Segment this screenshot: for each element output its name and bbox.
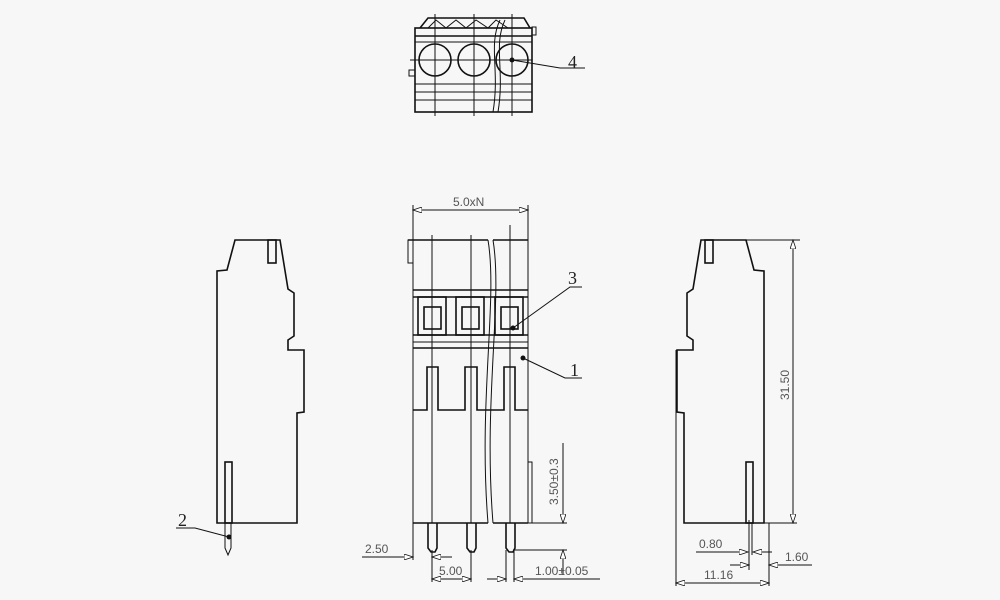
callout-2: 2 [178, 510, 187, 530]
dim-pin-offset: 1.60 [785, 550, 809, 564]
front-view: 5.0xN 3 1 3 [362, 195, 600, 582]
dim-height: 31.50 [778, 370, 792, 400]
callout-3: 3 [568, 268, 577, 288]
dim-edge-offset: 2.50 [365, 542, 389, 556]
callout-1: 1 [570, 360, 579, 380]
dim-pitch-n: 5.0xN [453, 195, 484, 209]
dim-pin-thickness: 0.80 [699, 537, 723, 551]
dim-depth: 11.16 [704, 568, 733, 582]
top-view: 4 [408, 14, 585, 116]
left-side-view: 2 [176, 239, 305, 557]
dim-pin-width: 1.00±0.05 [535, 564, 589, 578]
right-side-view: 31.50 0.80 1.60 11.16 [676, 240, 812, 586]
callout-4: 4 [568, 52, 577, 72]
dim-pin-length: 3.50±0.3 [547, 458, 561, 505]
dim-pitch: 5.00 [439, 564, 463, 578]
